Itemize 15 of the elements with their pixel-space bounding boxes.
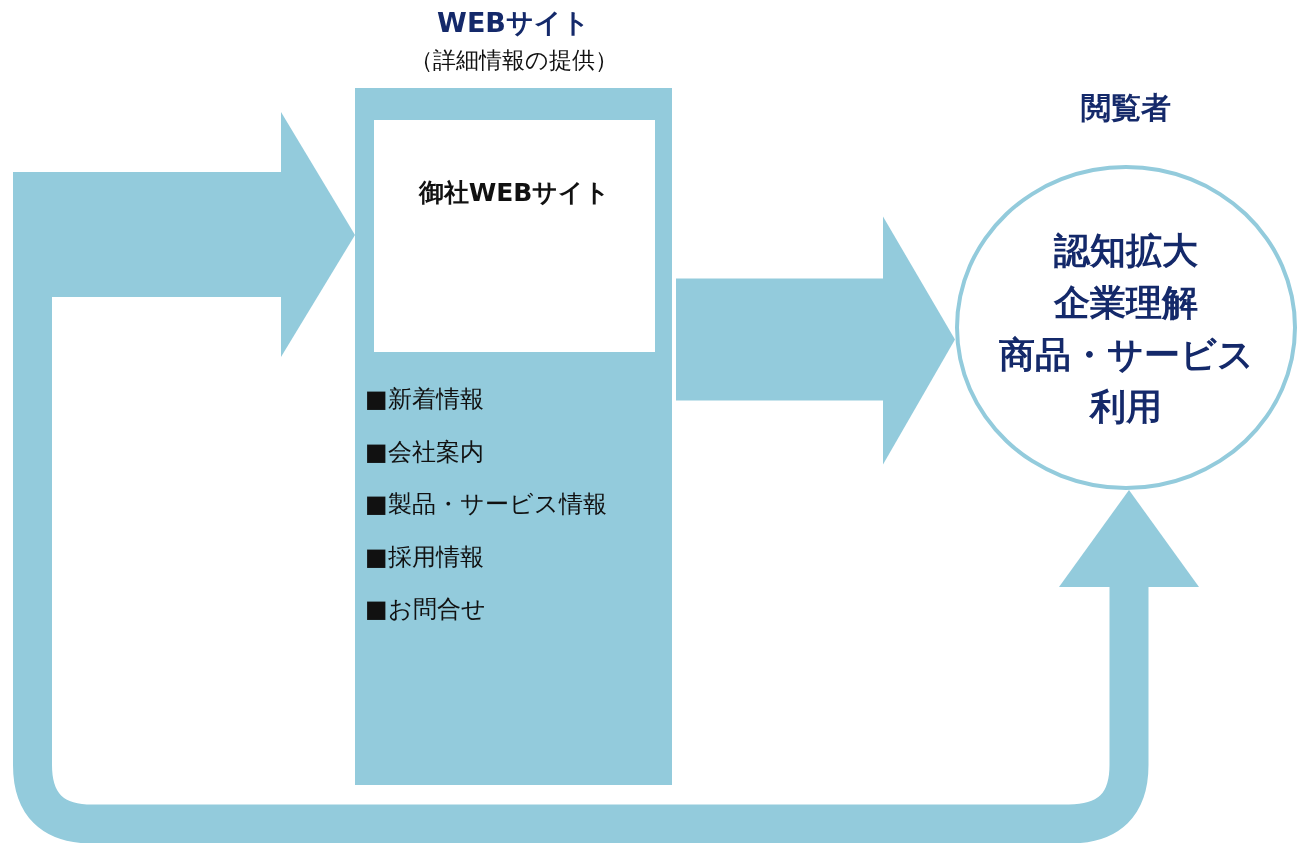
circle-text: 商品・サービス: [997, 333, 1255, 377]
circle-text: 利用: [1088, 385, 1163, 429]
list-item: ■採用情報: [365, 541, 484, 573]
list-item: ■製品・サービス情報: [365, 489, 607, 520]
list-item: ■会社案内: [365, 436, 484, 468]
list-item: ■新着情報: [365, 384, 484, 415]
list-item: ■お問合せ: [365, 594, 486, 625]
website-box: 御社WEBサイト: [374, 120, 655, 352]
block-arrow: [676, 216, 955, 465]
circle-text: 企業理解: [1053, 281, 1199, 325]
circle-heading: 閲覧者: [1080, 89, 1172, 127]
panel-heading: WEBサイト: [436, 6, 591, 40]
panel-subheading: （詳細情報の提供）: [408, 46, 619, 75]
circle-text: 認知拡大: [1053, 229, 1199, 273]
loop-arrow: [13, 112, 1199, 843]
